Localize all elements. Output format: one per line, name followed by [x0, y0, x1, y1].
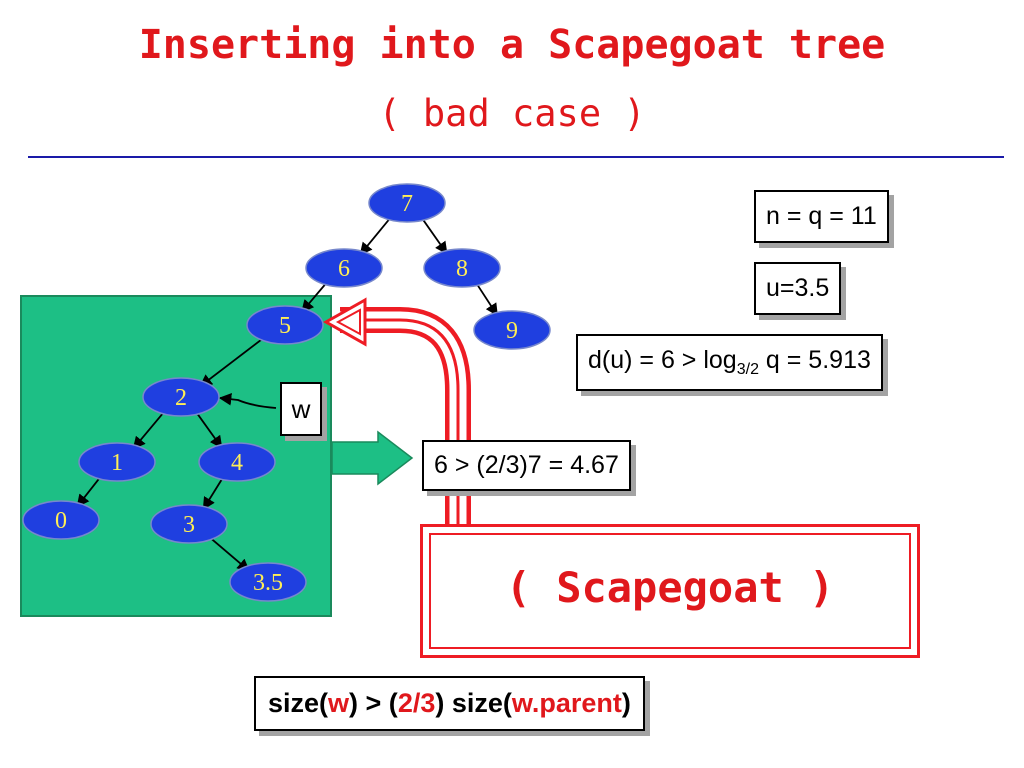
tree-node-shape: [142, 377, 220, 417]
tree-node-shape: [423, 248, 501, 288]
depth-prefix: d(u) = 6 > log: [588, 346, 737, 374]
condition-ratio: 2/3: [397, 688, 436, 718]
tree-node-label: 2: [175, 385, 187, 411]
tree-edge-3-3.5: [205, 533, 250, 572]
tree-node-3: 3: [150, 504, 228, 544]
scapegoat-label: ( Scapegoat ): [505, 563, 835, 612]
tree-node-label: 4: [231, 450, 243, 476]
u-value-box: u=3.5: [754, 262, 842, 315]
tree-node-5: 5: [246, 305, 324, 345]
w-pointer-line: [218, 392, 277, 409]
depth-box: d(u) = 6 > log3/2 q = 5.913: [576, 334, 883, 391]
green-arrow: [331, 430, 414, 486]
tree-node-shape: [246, 305, 324, 345]
tree-node-shape: [198, 442, 276, 482]
tree-node-label: 6: [338, 256, 350, 282]
tree-node-label: 8: [456, 256, 468, 282]
tree-node-label: 3.5: [253, 570, 283, 596]
u-value-text: u=3.5: [766, 274, 830, 302]
tree-node-shape: [229, 562, 307, 602]
tree-edge-2-4: [193, 409, 223, 449]
tree-node-8: 8: [423, 248, 501, 288]
tree-node-0: 0: [22, 500, 100, 540]
slide-subtitle: ( bad case ): [378, 92, 646, 135]
size-check-text: 6 > (2/3)7 = 4.67: [434, 451, 619, 479]
tree-node-1: 1: [78, 442, 156, 482]
tree-edge-1-0: [76, 473, 104, 508]
condition-box: size(w) > (2/3) size(w.parent): [254, 676, 645, 731]
n-q-box: n = q = 11: [754, 190, 889, 243]
tree-node-label: 7: [401, 191, 413, 217]
tree-edge-5-2: [199, 334, 269, 387]
tree-edge-7-8: [419, 215, 448, 255]
title-divider: [28, 156, 1004, 158]
tree-edge-8-9: [474, 280, 498, 317]
condition-part-3: ) > (: [349, 688, 398, 718]
slide-title: Inserting into a Scapegoat tree: [138, 22, 886, 68]
tree-edge-6-5: [301, 279, 330, 313]
condition-part-7: ): [621, 688, 631, 718]
tree-node-7: 7: [368, 183, 446, 223]
tree-node-shape: [473, 310, 551, 350]
w-label-box: w: [280, 382, 322, 436]
tree-node-4: 4: [198, 442, 276, 482]
tree-node-2: 2: [142, 377, 220, 417]
tree-node-shape: [78, 442, 156, 482]
tree-node-label: 1: [111, 450, 123, 476]
tree-edge-7-6: [359, 214, 394, 256]
red-hollow-arrow: [322, 297, 471, 528]
scapegoat-box-inner: [429, 533, 911, 649]
tree-node-3-5: 3.5: [229, 562, 307, 602]
tree-node-shape: [368, 183, 446, 223]
tree-node-shape: [305, 248, 383, 288]
n-q-text: n = q = 11: [766, 202, 877, 230]
tree-node-6: 6: [305, 248, 383, 288]
condition-w: w: [328, 688, 350, 718]
tree-node-label: 3: [183, 512, 195, 538]
size-check-box: 6 > (2/3)7 = 4.67: [422, 440, 631, 491]
condition-part-5: ) size(: [435, 688, 512, 718]
tree-edge-4-3: [202, 475, 225, 511]
w-label: w: [291, 394, 311, 424]
condition-part-1: size(: [268, 688, 329, 718]
condition-w-parent: w.parent: [511, 688, 622, 718]
tree-edge-2-1: [132, 408, 168, 450]
tree-node-label: 9: [506, 318, 518, 344]
tree-node-label: 5: [279, 313, 291, 339]
tree-node-shape: [22, 500, 100, 540]
tree-node-9: 9: [473, 310, 551, 350]
tree-node-label: 0: [55, 508, 67, 534]
scapegoat-box: ( Scapegoat ): [420, 524, 920, 658]
depth-suffix: q = 5.913: [758, 346, 871, 374]
depth-log-base: 3/2: [736, 361, 759, 378]
tree-node-shape: [150, 504, 228, 544]
